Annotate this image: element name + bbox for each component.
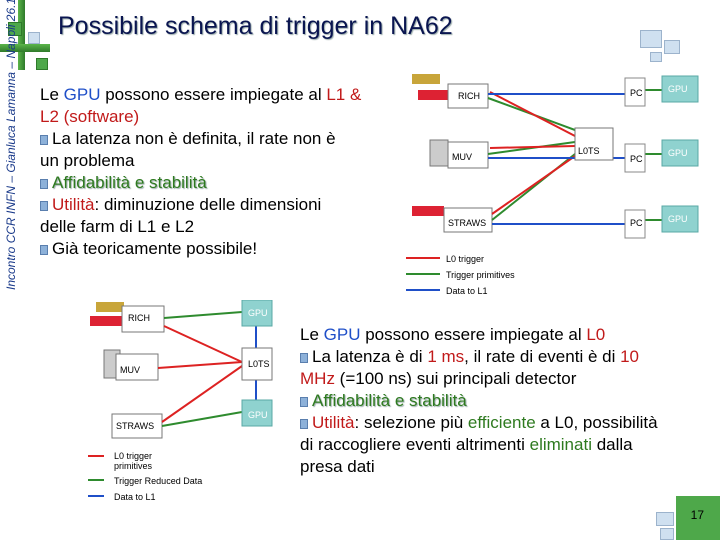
diagram-trigger-l1 [406, 74, 699, 291]
bullet-icon [40, 178, 48, 189]
straws-label: STRAWS [116, 421, 155, 431]
corner-square [664, 40, 680, 54]
corner-bar-horizontal [0, 44, 50, 52]
muv-label: MUV [452, 152, 472, 162]
bullet-icon [300, 396, 308, 407]
gpu-label: GPU [668, 84, 688, 94]
straws-detector-icon [412, 206, 444, 216]
legend-item: L0 trigger primitives [114, 451, 153, 471]
pc-label: PC [630, 88, 643, 98]
corner-square [660, 528, 674, 540]
bullet-icon [300, 352, 308, 363]
pc-label: PC [630, 218, 643, 228]
l0ts-box [574, 127, 614, 161]
gpu-label: GPU [668, 214, 688, 224]
gpu-label: GPU [668, 148, 688, 158]
legend-item: Trigger Reduced Data [114, 476, 203, 486]
corner-square [28, 32, 40, 44]
rich-detector-icon [412, 74, 440, 84]
corner-square [650, 52, 662, 62]
bullet-icon [40, 134, 48, 145]
straws-box [443, 207, 493, 233]
straws-label: STRAWS [448, 218, 487, 228]
l0ts-box [241, 347, 273, 381]
rich-detector-icon [96, 302, 124, 312]
muv-label: MUV [120, 365, 140, 375]
gpu-label: GPU [248, 410, 268, 420]
side-caption: Incontro CCR INFN – Gianluca Lamanna – N… [4, 0, 18, 290]
corner-square [676, 496, 720, 540]
rich-label: RICH [458, 91, 480, 101]
page-title: Possibile schema di trigger in NA62 [58, 12, 453, 40]
gpu-box [661, 75, 699, 103]
corner-square [640, 30, 662, 48]
l0ts-label: L0TS [578, 146, 600, 156]
pc-box [624, 209, 646, 239]
rich-label: RICH [128, 313, 150, 323]
corner-square [8, 22, 22, 36]
pc-box [624, 77, 646, 107]
pc-box [624, 143, 646, 173]
muv-detector-icon [429, 139, 449, 167]
pc-label: PC [630, 154, 643, 164]
bullet-icon [40, 200, 48, 211]
gpu-box [661, 205, 699, 233]
rich-detector-icon [90, 316, 126, 326]
muv-box [447, 141, 489, 169]
legend-item: L0 trigger [446, 254, 485, 264]
bullet-icon [300, 418, 308, 429]
gpu-box [241, 399, 273, 427]
corner-square [656, 512, 674, 526]
rich-box [121, 305, 165, 333]
muv-box [115, 353, 159, 381]
rich-box [447, 83, 489, 109]
corner-square [36, 58, 48, 70]
bullet-icon [40, 244, 48, 255]
bottom-text-block: Le GPU possono essere impiegate al L0 La… [300, 325, 658, 476]
legend-item: Data to L1 [446, 286, 488, 296]
top-text-block: Le GPU possono essere impiegate al L1 & … [40, 85, 362, 258]
rich-detector-icon [418, 90, 454, 100]
gpu-box [661, 139, 699, 167]
page-number: 17 [690, 508, 704, 522]
legend-item: Trigger primitives [446, 270, 515, 280]
diagram-trigger-l0 [88, 300, 273, 497]
gpu-box [241, 300, 273, 327]
legend-item: Data to L1 [114, 492, 156, 502]
l0ts-label: L0TS [248, 359, 270, 369]
gpu-label: GPU [248, 308, 268, 318]
